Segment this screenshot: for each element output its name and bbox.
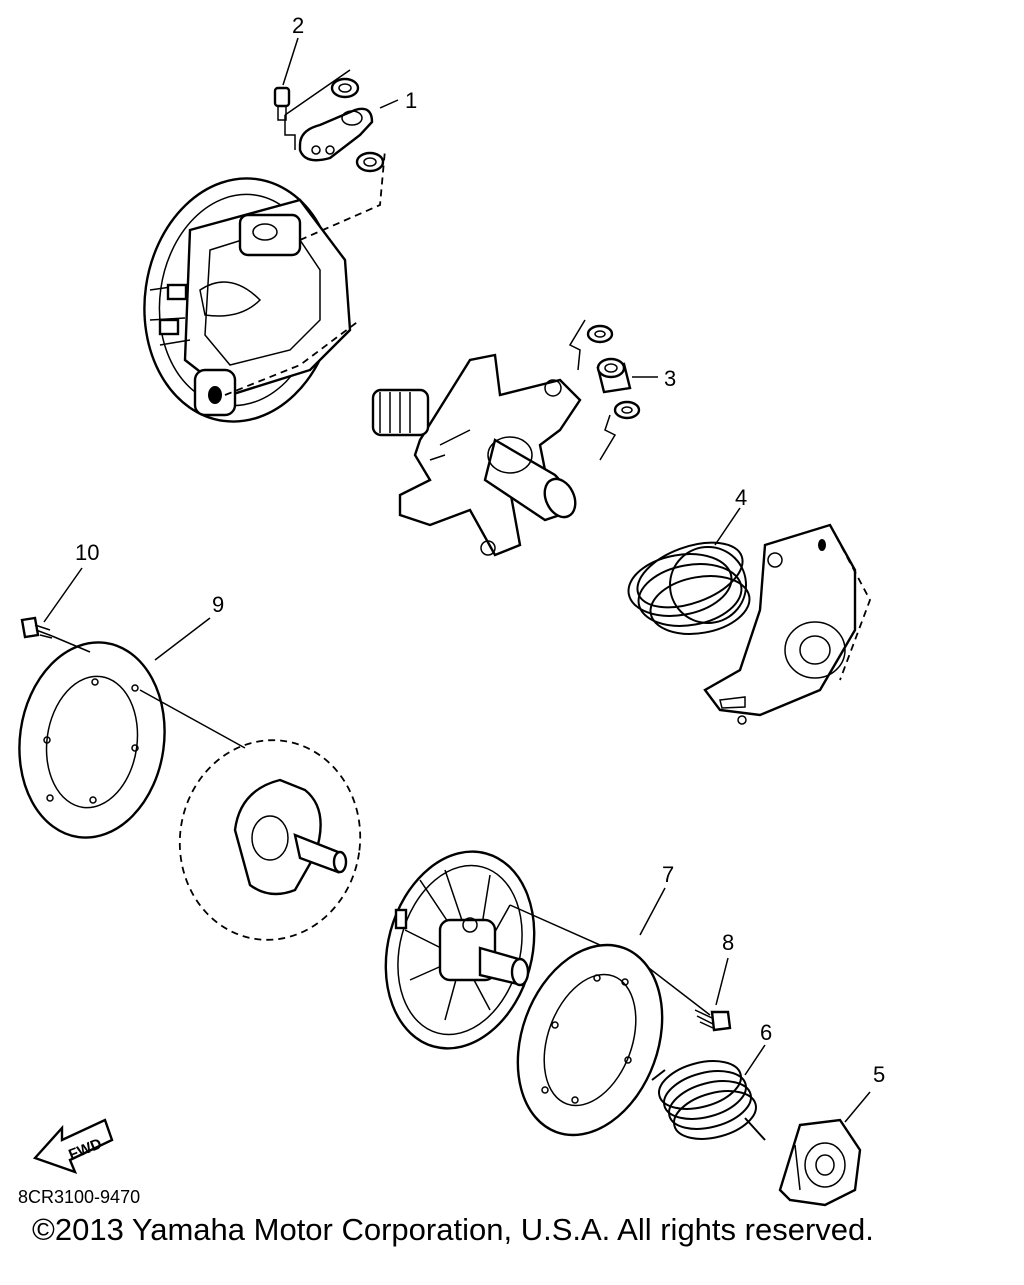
- cam-5: [778, 1118, 862, 1207]
- callout-5: 5: [873, 1062, 885, 1087]
- weight-assembly: [284, 69, 385, 173]
- copyright-notice: ©2013 Yamaha Motor Corporation, U.S.A. A…: [32, 1212, 874, 1247]
- primary-sheave-housing: [143, 149, 386, 423]
- callout-labels: 1 2 3 4 5 6 7 8 9 10: [75, 13, 885, 1087]
- sheave-cap: [703, 523, 871, 725]
- ring-plate-9: [18, 641, 166, 839]
- secondary-sheave: [384, 850, 536, 1050]
- callout-3: 3: [664, 366, 676, 391]
- spring-6: [651, 1060, 766, 1141]
- ring-plate-7: [516, 943, 664, 1137]
- bolt-2: [273, 86, 291, 121]
- callout-8: 8: [722, 930, 734, 955]
- roller-set-3: [568, 319, 641, 461]
- bolt-10: [20, 616, 91, 653]
- drawing-code: 8CR3100-9470: [18, 1187, 140, 1207]
- callout-7: 7: [662, 862, 674, 887]
- callout-10: 10: [75, 540, 99, 565]
- fwd-arrow-icon: FWD: [32, 1118, 114, 1175]
- callout-2: 2: [292, 13, 304, 38]
- callout-1: 1: [405, 88, 417, 113]
- callout-4: 4: [735, 485, 747, 510]
- leader-ring-to-sheave: [139, 689, 246, 749]
- callout-9: 9: [212, 592, 224, 617]
- bolt-8: [694, 1009, 732, 1032]
- fixed-sheave: [178, 739, 362, 941]
- spider-assembly: [371, 353, 582, 557]
- callout-6: 6: [760, 1020, 772, 1045]
- spring-4: [627, 541, 751, 635]
- callout-leaders: [43, 37, 871, 1123]
